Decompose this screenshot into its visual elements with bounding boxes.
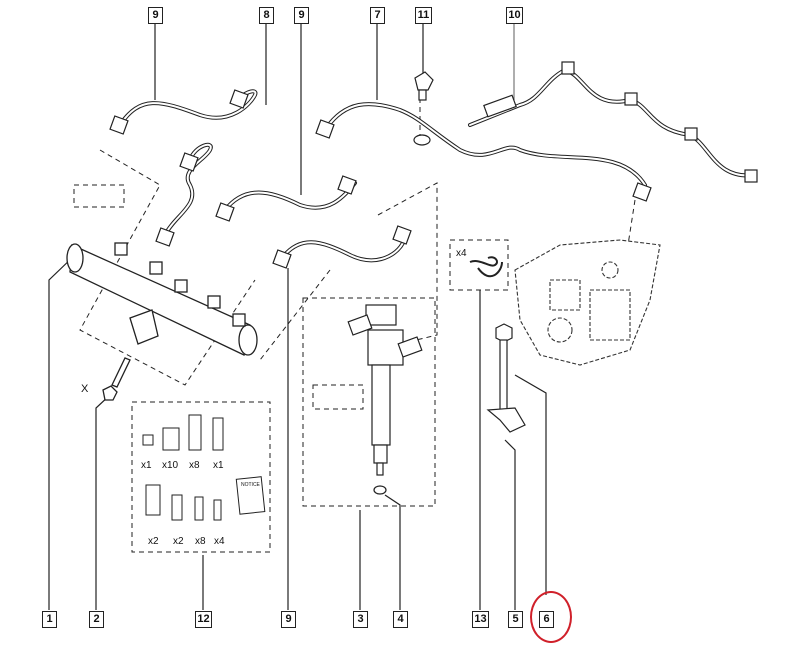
highlight-circle <box>530 591 572 643</box>
leader-6 <box>514 374 547 595</box>
kit-qty: x8 <box>189 460 200 471</box>
callout-7: 7 <box>370 7 385 24</box>
fuel-rail <box>66 242 258 401</box>
rail-marker-x: X <box>81 383 89 395</box>
injector-group-box <box>302 297 436 507</box>
hp-pipes <box>118 67 757 263</box>
pipe-nuts <box>109 61 758 269</box>
leader-1 <box>48 254 76 610</box>
clip-box <box>449 239 509 291</box>
pipe-group-outline <box>79 149 256 386</box>
kit-qty: x2 <box>173 536 184 547</box>
kit-qty: x2 <box>148 536 159 547</box>
injector-note-box <box>312 384 364 410</box>
kit-qty: x1 <box>141 460 152 471</box>
callout-3: 3 <box>353 611 368 628</box>
callout-4: 4 <box>393 611 408 628</box>
clip-part <box>469 256 503 278</box>
injection-pump <box>514 239 661 366</box>
injector <box>347 304 423 495</box>
callout-5: 5 <box>508 611 523 628</box>
kit-qty: x8 <box>195 536 206 547</box>
callout-9-bottom: 9 <box>281 611 296 628</box>
kit-qty: x10 <box>162 460 179 471</box>
callout-8: 8 <box>259 7 274 24</box>
callout-9-top-left: 9 <box>148 7 163 24</box>
clamp-bolt <box>486 323 526 433</box>
kit-qty: x1 <box>213 460 224 471</box>
clip-quantity: x4 <box>456 248 467 259</box>
leader-2 <box>95 394 111 610</box>
callout-10: 10 <box>506 7 523 24</box>
leader-5 <box>504 439 516 610</box>
callout-1: 1 <box>42 611 57 628</box>
kit-items <box>142 414 266 521</box>
leader-4 <box>384 494 401 610</box>
callout-9-top-mid: 9 <box>294 7 309 24</box>
kit-qty: x4 <box>214 536 225 547</box>
injector-dash <box>377 182 438 343</box>
callout-12: 12 <box>195 611 212 628</box>
rail-note-box <box>73 184 125 208</box>
callout-13: 13 <box>472 611 489 628</box>
kit-booklet-label: NOTICE <box>241 482 260 488</box>
callout-11: 11 <box>415 7 432 24</box>
callout-2: 2 <box>89 611 104 628</box>
